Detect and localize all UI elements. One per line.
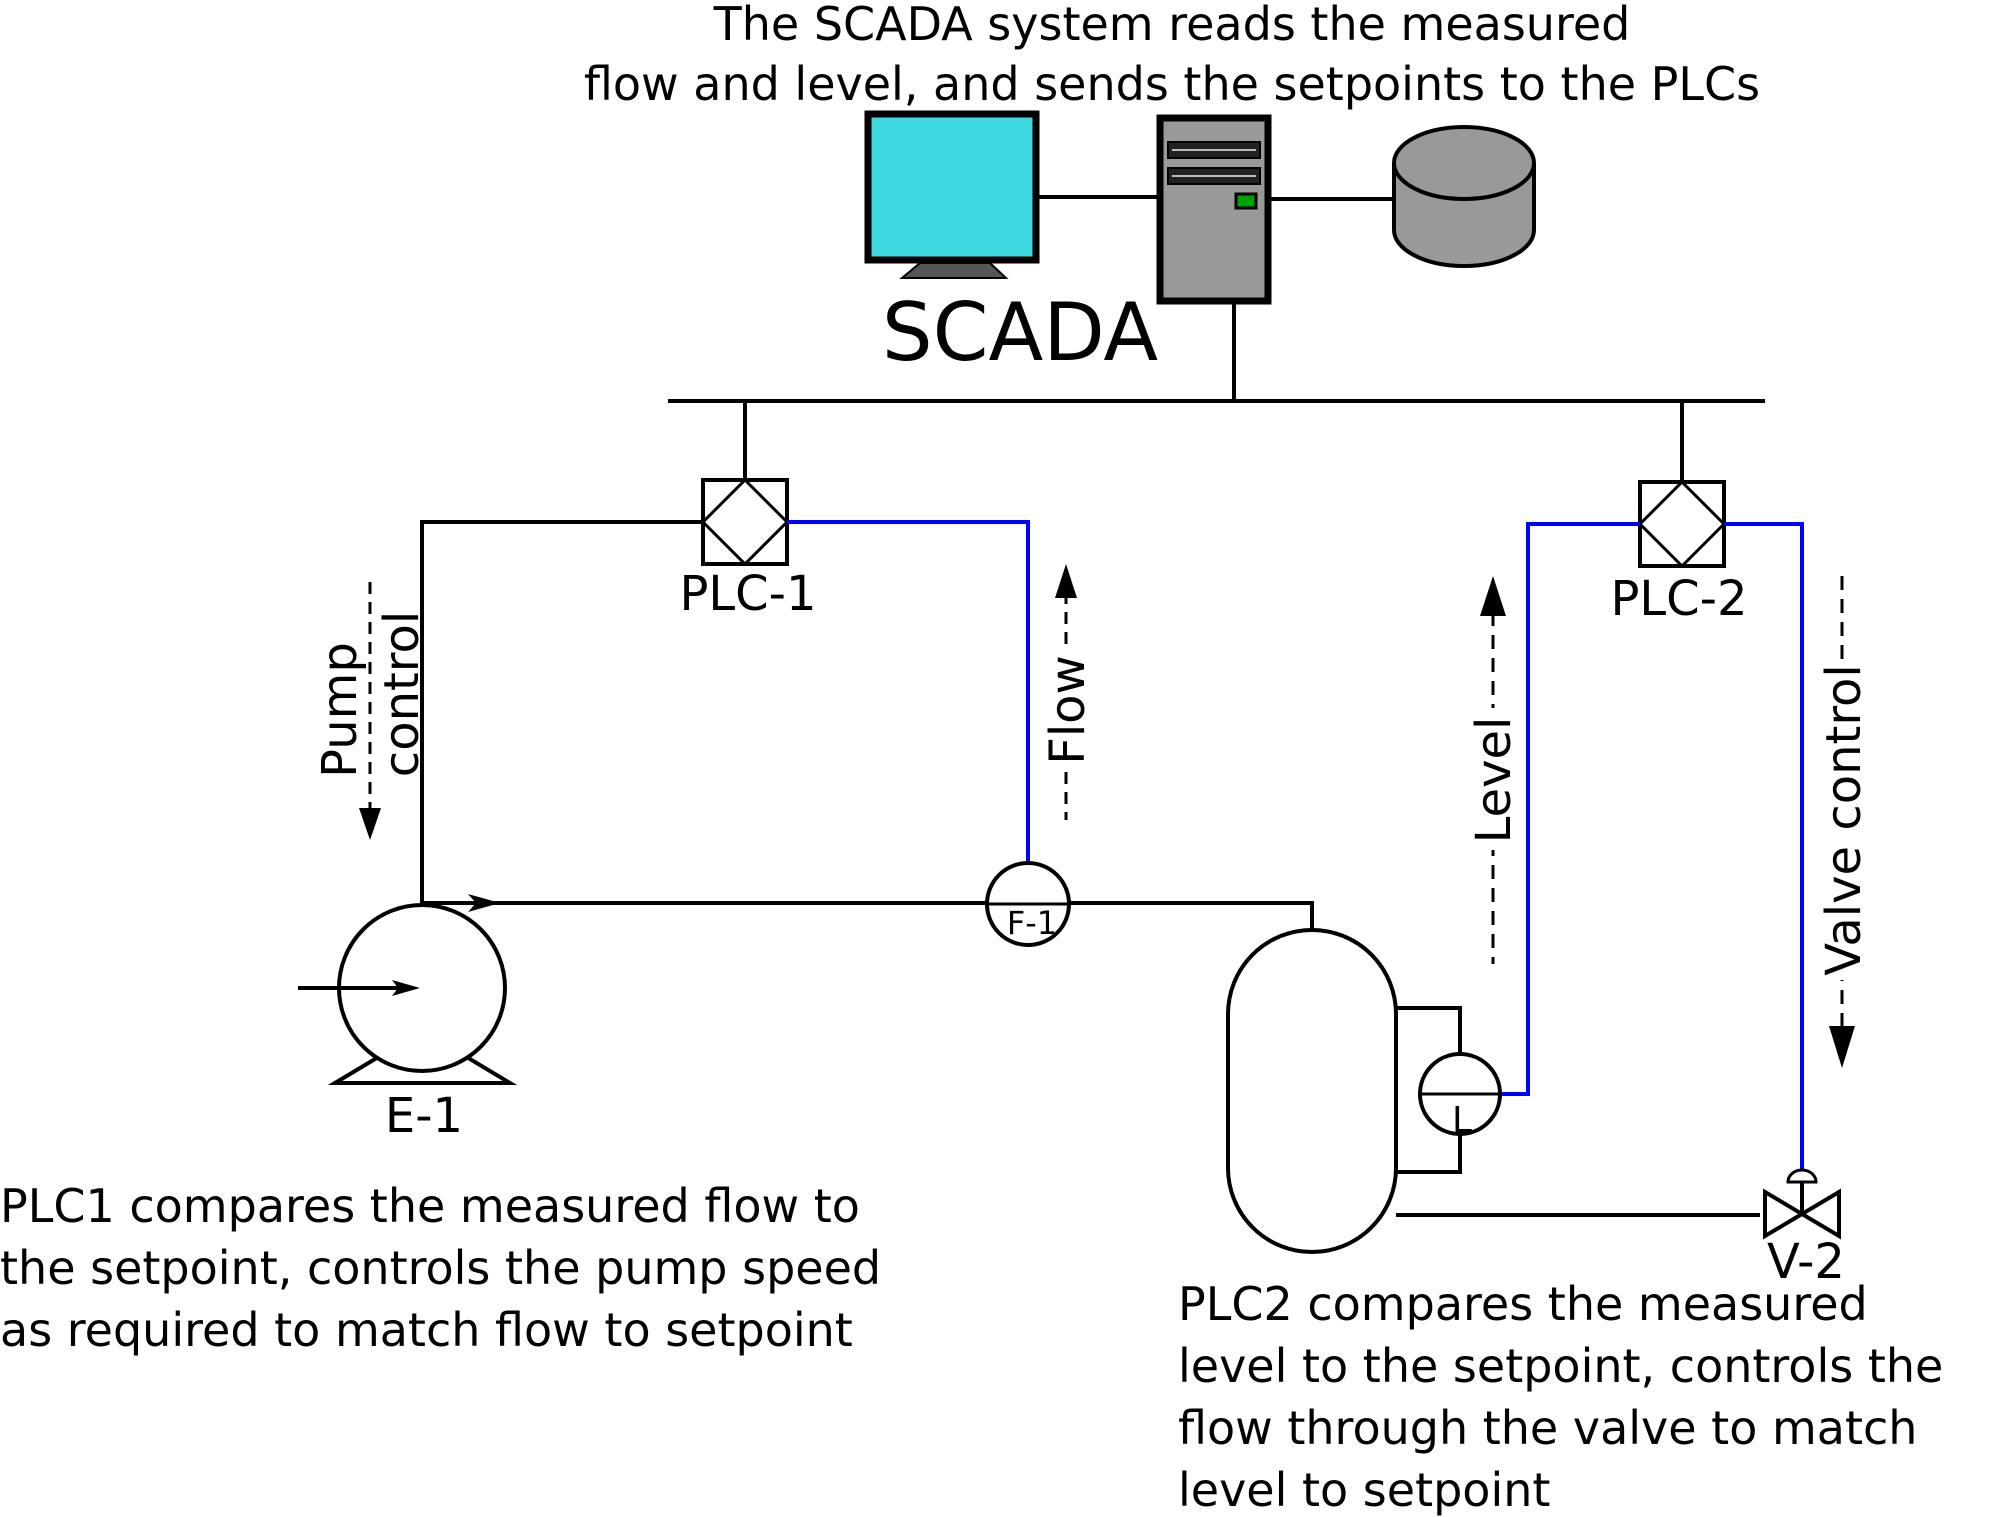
- plc1-note-line-2: the setpoint, controls the pump speed: [0, 1241, 881, 1295]
- pump-discharge-line: [422, 901, 1314, 930]
- level-sensor-icon: [1418, 1052, 1502, 1136]
- plc1-block: [700, 477, 790, 567]
- pump-control-wire: [420, 520, 703, 903]
- database-body: [1392, 125, 1536, 268]
- plc2-note-line-4: level to setpoint: [1178, 1463, 1550, 1517]
- plc1-note-line-3: as required to match flow to setpoint: [0, 1303, 853, 1357]
- flow-signal-arrowhead: [1055, 564, 1077, 598]
- pump-icon: [327, 903, 518, 1085]
- plc2-block: [1637, 479, 1727, 569]
- server-icon: [1156, 114, 1272, 305]
- monitor-screen: [864, 110, 1040, 264]
- monitor-icon: [864, 110, 1040, 279]
- level-tap-upper: [1396, 1006, 1462, 1054]
- server-led: [1234, 192, 1258, 210]
- plc2-label: PLC-2: [1610, 571, 1747, 627]
- tank-vessel: [1226, 928, 1398, 1254]
- plc2-note-line-1: PLC2 compares the measured: [1178, 1277, 1868, 1331]
- flow-meter-label: F-1: [1007, 904, 1057, 942]
- valve-icon: [1763, 1168, 1841, 1240]
- level-signal-wire: [1500, 522, 1640, 1096]
- flow-signal-wire: [787, 520, 1030, 862]
- level-signal-label: Level: [1466, 717, 1522, 844]
- pump-label: E-1: [385, 1088, 463, 1144]
- monitor-stand: [899, 262, 1009, 279]
- pump-control-label-1: Pump: [312, 642, 368, 778]
- plc1-note-line-1: PLC1 compares the measured flow to: [0, 1179, 860, 1233]
- scada-label: SCADA: [882, 286, 1159, 379]
- plc1-label: PLC-1: [679, 566, 816, 622]
- level-sensor-label: L: [1452, 1100, 1472, 1141]
- valve-label: V-2: [1767, 1234, 1845, 1290]
- valve-actuator: [1786, 1168, 1818, 1184]
- valve-control-label: Valve control: [1816, 664, 1872, 975]
- database-rim: [1392, 162, 1536, 201]
- level-tap-lower: [1396, 1134, 1462, 1174]
- discharge-flow-arrow: [468, 894, 500, 912]
- valve-control-wire: [1724, 522, 1804, 1170]
- level-signal-arrowhead: [1480, 576, 1506, 616]
- flow-meter-icon: [985, 861, 1071, 947]
- suction-flow-arrow: [392, 980, 420, 996]
- database-icon: [1392, 125, 1536, 268]
- valve-control-arrowhead: [1829, 1026, 1855, 1068]
- header-line-2: flow and level, and sends the setpoints …: [584, 57, 1760, 111]
- flow-signal-label: Flow: [1040, 655, 1096, 765]
- plc2-note-line-2: level to the setpoint, controls the: [1178, 1339, 1943, 1393]
- pump-control-arrowhead: [359, 808, 381, 840]
- plc2-note-line-3: flow through the valve to match: [1178, 1401, 1917, 1455]
- pump-control-label-2: control: [374, 611, 430, 777]
- header-line-1: The SCADA system reads the measured: [713, 0, 1631, 51]
